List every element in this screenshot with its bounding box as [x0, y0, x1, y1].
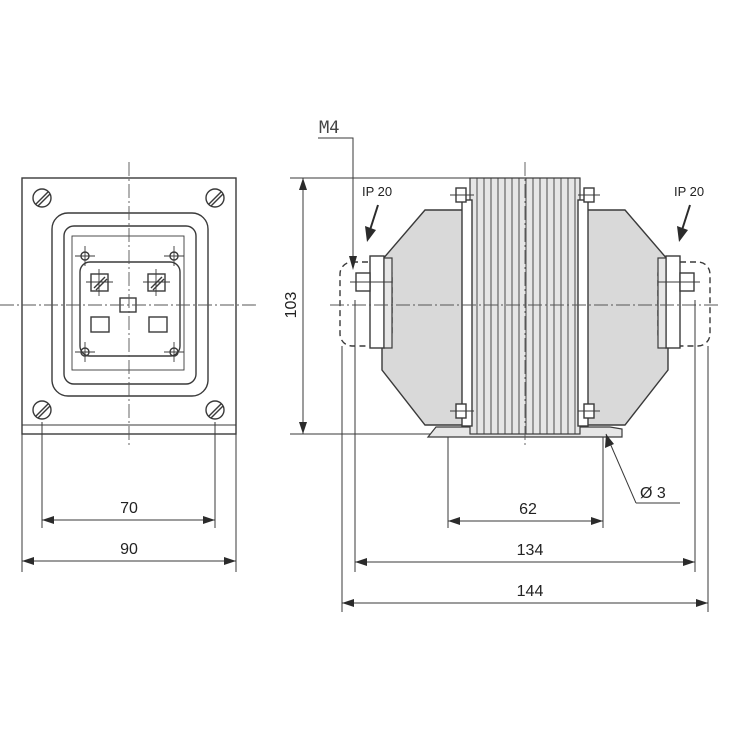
- dimension-103-label: 103: [283, 292, 300, 319]
- dimension-90-label: 90: [120, 541, 138, 558]
- ip-rating-right-label: IP 20: [674, 184, 704, 199]
- side-view: 103 M4 IP 20 IP 20 Ø 3: [283, 118, 720, 612]
- dimension-144: 144: [342, 583, 708, 607]
- side-clamp-bolts: [450, 187, 600, 419]
- side-core-lamination-lines: [476, 178, 576, 434]
- front-view: 70 90: [0, 162, 256, 572]
- hole-callout: Ø 3: [605, 433, 680, 504]
- screw-bottom-left: [32, 400, 52, 420]
- dimension-134: 134: [355, 542, 695, 566]
- front-coil-cover-inner: [63, 225, 197, 385]
- front-corner-screws: [32, 188, 225, 420]
- dimension-70-label: 70: [120, 500, 138, 517]
- side-terminal-left: [350, 255, 393, 349]
- ip-rating-left-label: IP 20: [362, 184, 392, 199]
- terminal-block-screws: [75, 246, 184, 362]
- side-clamp-left: [461, 199, 473, 427]
- ip-rating-right: IP 20: [674, 184, 704, 242]
- ip-rating-left: IP 20: [362, 184, 392, 242]
- side-coil-right: [579, 209, 669, 426]
- dimension-62: 62: [448, 501, 603, 525]
- front-terminal-block: [79, 261, 181, 357]
- hole-label: Ø 3: [640, 485, 666, 502]
- dimension-70: 70: [42, 500, 215, 524]
- dimension-90: 90: [22, 541, 236, 565]
- screw-top-left: [32, 188, 52, 208]
- thread-callout: M4: [318, 118, 357, 270]
- front-terminal-opening-right: [148, 316, 168, 333]
- dimension-62-label: 62: [519, 501, 537, 518]
- screw-bottom-right: [205, 400, 225, 420]
- dimension-134-label: 134: [517, 542, 544, 559]
- side-terminal-cover-left: [339, 261, 393, 347]
- dimension-103: 103: [283, 177, 470, 435]
- front-terminal-frame: [71, 235, 185, 371]
- screw-top-right: [205, 188, 225, 208]
- side-terminal-right: [657, 255, 700, 349]
- front-coil-cover-outer: [51, 212, 209, 397]
- front-terminal-screws: [86, 269, 170, 296]
- thread-label: M4: [319, 118, 339, 138]
- side-coil-left: [381, 209, 471, 426]
- front-terminal-opening-left: [90, 316, 110, 333]
- side-clamp-right: [577, 199, 589, 427]
- dimension-144-label: 144: [517, 583, 544, 600]
